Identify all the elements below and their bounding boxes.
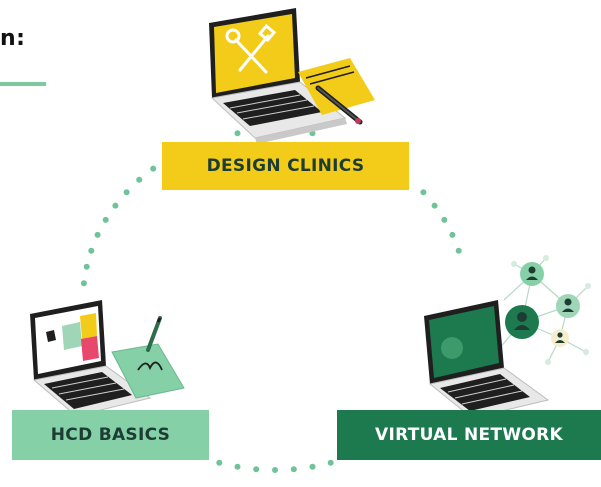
cycle-dot	[150, 165, 157, 172]
cycle-dot	[290, 466, 297, 473]
design-clinics-label: DESIGN CLINICS	[162, 142, 409, 190]
page-heading-fragment: n:	[0, 26, 26, 51]
user-node-icon	[505, 305, 539, 339]
virtual-network-label: VIRTUAL NETWORK	[337, 410, 601, 460]
cycle-dot	[102, 216, 109, 223]
user-node-icon	[520, 262, 544, 286]
cycle-dot	[253, 466, 260, 473]
cycle-dot	[420, 189, 427, 196]
cycle-dot	[449, 231, 456, 238]
cycle-dot	[327, 459, 334, 466]
cycle-dot	[455, 247, 462, 254]
cycle-dot	[112, 202, 119, 209]
cycle-dot	[80, 280, 87, 287]
cycle-dot	[123, 189, 130, 196]
cycle-dot	[83, 263, 90, 270]
laptop-network-icon	[424, 255, 591, 419]
cycle-dot	[136, 176, 143, 183]
laptop-color-swatch-icon	[30, 300, 185, 417]
cycle-dot	[94, 231, 101, 238]
cycle-dot	[234, 130, 241, 137]
cycle-dot	[216, 459, 223, 466]
cycle-dot	[441, 216, 448, 223]
cycle-dot	[272, 467, 278, 473]
user-node-icon	[551, 329, 569, 347]
cycle-dot	[309, 463, 316, 470]
hcd-basics-label: HCD BASICS	[12, 410, 209, 460]
user-node-icon	[556, 294, 580, 318]
cycle-dot	[88, 247, 95, 254]
laptop-tools-icon	[209, 8, 375, 144]
cycle-dot	[234, 463, 241, 470]
cycle-dot	[431, 202, 438, 209]
heading-underline	[0, 82, 46, 86]
pen-icon	[315, 85, 363, 125]
